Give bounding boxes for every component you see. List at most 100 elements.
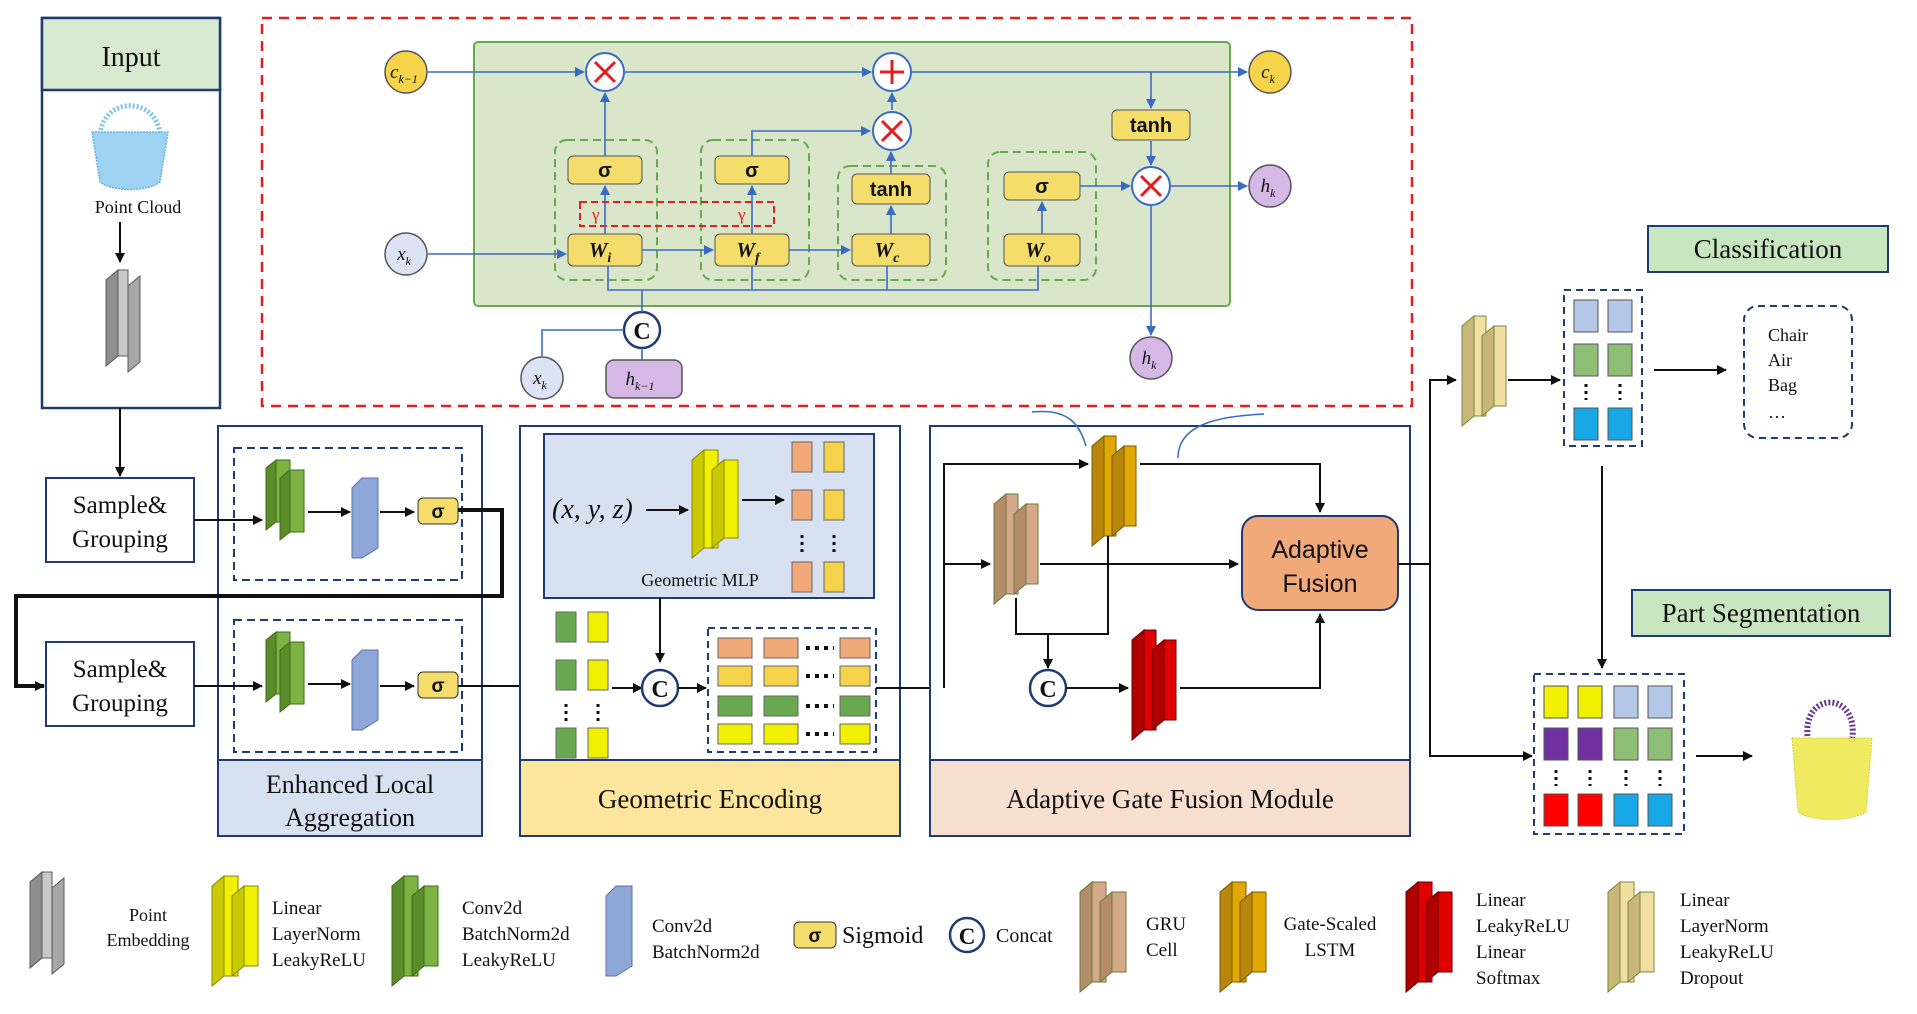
point-embedding-block-icon bbox=[105, 268, 141, 374]
svg-text:LayerNorm: LayerNorm bbox=[272, 924, 361, 945]
svg-text:ck−1: ck−1 bbox=[390, 62, 418, 86]
legend-tan-block bbox=[1607, 880, 1655, 994]
lstm-concat-icon: C bbox=[622, 310, 662, 350]
sigma-gate-i: σ bbox=[567, 155, 643, 185]
svg-text:Fusion: Fusion bbox=[1282, 570, 1357, 598]
svg-text:σ: σ bbox=[598, 160, 612, 182]
point-cloud-basket-icon bbox=[91, 103, 169, 191]
legend-gate-lstm-block bbox=[1219, 880, 1267, 994]
svg-text:Conv2d: Conv2d bbox=[462, 898, 523, 919]
svg-text:…: … bbox=[1768, 402, 1786, 422]
svg-text:Enhanced Local: Enhanced Local bbox=[266, 770, 434, 799]
svg-text:tanh: tanh bbox=[1130, 115, 1172, 137]
legend-sigmoid-icon: σ bbox=[793, 921, 837, 949]
svg-text:Grouping: Grouping bbox=[72, 690, 168, 717]
svg-text:Softmax: Softmax bbox=[1476, 968, 1541, 989]
svg-text:Wo: Wo bbox=[1025, 238, 1051, 266]
weight-w-o: Wo bbox=[1003, 233, 1081, 267]
lstm-detail-frame: γ γ σ σ tanh σ tanh Wi Wf bbox=[260, 16, 1414, 408]
cell-state-next: ck bbox=[1248, 50, 1292, 94]
svg-text:Classification: Classification bbox=[1694, 234, 1843, 264]
legend-red-block bbox=[1405, 880, 1453, 994]
svg-text:Aggregation: Aggregation bbox=[285, 803, 415, 832]
multiply-operator-input-icon bbox=[872, 111, 912, 151]
svg-text:σ: σ bbox=[432, 676, 445, 697]
svg-text:σ: σ bbox=[809, 926, 822, 947]
svg-text:Wc: Wc bbox=[875, 238, 901, 266]
svg-text:σ: σ bbox=[745, 160, 759, 182]
svg-text:Concat: Concat bbox=[996, 925, 1053, 947]
geometric-mlp-block-icon bbox=[691, 448, 739, 560]
weight-w-i: Wi bbox=[567, 233, 643, 267]
svg-text:Sample&: Sample& bbox=[73, 656, 167, 683]
svg-text:xk: xk bbox=[396, 244, 411, 268]
svg-text:C: C bbox=[651, 677, 668, 703]
svg-text:GRU: GRU bbox=[1146, 914, 1186, 935]
svg-text:Gate-Scaled: Gate-Scaled bbox=[1284, 914, 1377, 935]
legend-conv-block bbox=[391, 874, 439, 988]
svg-text:σ: σ bbox=[432, 502, 445, 523]
classification-label: Classification bbox=[1647, 225, 1889, 273]
svg-text:hk: hk bbox=[1261, 176, 1277, 200]
multiply-operator-output-icon bbox=[1131, 166, 1171, 206]
input-panel: Input Point Cloud bbox=[40, 16, 222, 410]
sigmoid-badge-1: σ bbox=[417, 497, 459, 525]
svg-text:LayerNorm: LayerNorm bbox=[1680, 916, 1769, 937]
input-x-k-bottom: xk bbox=[520, 356, 564, 400]
input-title: Input bbox=[101, 42, 160, 73]
svg-text:Point: Point bbox=[129, 905, 167, 925]
class-list-box: Chair Air Bag … bbox=[1743, 305, 1853, 439]
svg-text:Dropout: Dropout bbox=[1680, 968, 1744, 989]
svg-text:LeakyReLU: LeakyReLU bbox=[272, 950, 366, 971]
svg-text:Wf: Wf bbox=[736, 238, 761, 266]
legend-linear-block bbox=[211, 874, 259, 988]
legend-gru-block bbox=[1079, 880, 1127, 994]
adaptive-fusion-box: Adaptive Fusion bbox=[1241, 515, 1399, 611]
svg-text:hk: hk bbox=[1142, 348, 1158, 372]
svg-text:tanh: tanh bbox=[870, 179, 912, 201]
svg-text:LSTM: LSTM bbox=[1305, 940, 1356, 961]
svg-text:xk: xk bbox=[532, 368, 547, 392]
hidden-out-bottom: hk bbox=[1129, 336, 1173, 380]
svg-text:Sigmoid: Sigmoid bbox=[842, 923, 923, 949]
enhanced-local-aggregation-panel: Enhanced Local Aggregation σ σ bbox=[217, 425, 483, 837]
svg-text:LeakyReLU: LeakyReLU bbox=[1680, 942, 1774, 963]
legend: Point Embedding Linear LayerNorm LeakyRe… bbox=[29, 870, 1774, 994]
adaptive-concat-icon: C bbox=[1028, 668, 1068, 708]
sigmoid-badge-2: σ bbox=[417, 671, 459, 699]
svg-text:Linear: Linear bbox=[272, 898, 322, 919]
svg-text:Adaptive Gate Fusion Module: Adaptive Gate Fusion Module bbox=[1006, 784, 1334, 814]
softmax-block bbox=[1131, 628, 1177, 742]
svg-text:Conv2d: Conv2d bbox=[652, 916, 713, 937]
svg-text:Wi: Wi bbox=[589, 238, 612, 266]
svg-text:ck: ck bbox=[1261, 62, 1275, 86]
svg-text:Linear: Linear bbox=[1476, 890, 1526, 911]
sigma-gate-o: σ bbox=[1003, 171, 1081, 201]
local-feature-grid bbox=[555, 611, 609, 759]
svg-text:C: C bbox=[1039, 677, 1056, 703]
multiply-operator-forget-icon bbox=[585, 52, 625, 92]
geo-concat-icon: C bbox=[640, 668, 680, 708]
svg-text:C: C bbox=[959, 924, 976, 949]
svg-text:Adaptive: Adaptive bbox=[1271, 536, 1368, 564]
svg-text:LeakyReLU: LeakyReLU bbox=[462, 950, 556, 971]
geometric-encoding-panel: Geometric Encoding (x, y, z) Geometric M… bbox=[519, 425, 901, 837]
svg-text:Grouping: Grouping bbox=[72, 526, 168, 553]
sample-grouping-box-1: Sample& Grouping bbox=[45, 477, 195, 563]
gate-scaled-lstm-block bbox=[1091, 434, 1137, 548]
svg-text:γ: γ bbox=[737, 205, 746, 224]
svg-text:Linear: Linear bbox=[1476, 942, 1526, 963]
tan-mlp-block bbox=[1461, 314, 1507, 428]
sample-grouping-box-2: Sample& Grouping bbox=[45, 641, 195, 727]
svg-text:hk−1: hk−1 bbox=[626, 369, 655, 393]
svg-text:Sample&: Sample& bbox=[73, 492, 167, 519]
svg-text:Geometric MLP: Geometric MLP bbox=[641, 570, 758, 590]
segmentation-feature-grid bbox=[1533, 673, 1685, 835]
svg-text:γ: γ bbox=[591, 205, 600, 224]
adaptive-gate-fusion-panel: Adaptive Gate Fusion Module Adaptive bbox=[929, 410, 1411, 837]
svg-text:Embedding: Embedding bbox=[107, 930, 190, 950]
svg-text:Geometric Encoding: Geometric Encoding bbox=[598, 784, 822, 814]
weight-w-f: Wf bbox=[714, 233, 790, 267]
hidden-out-right: hk bbox=[1248, 164, 1292, 208]
